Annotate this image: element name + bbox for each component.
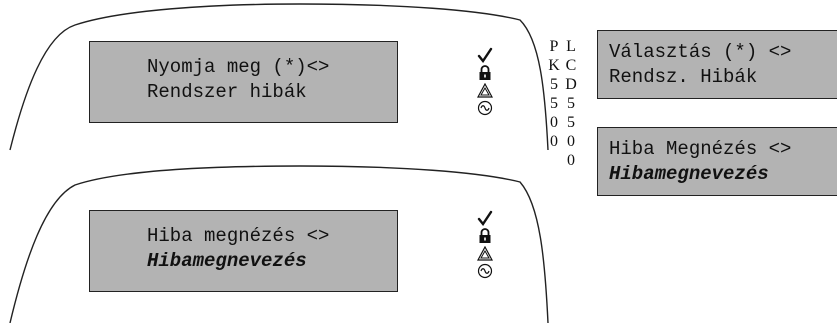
lock-icon xyxy=(479,228,491,243)
model-letter: 5 xyxy=(567,114,575,131)
warning-icon xyxy=(477,246,493,261)
lcd-right-top-line-1: Választás (*) <> xyxy=(609,41,792,63)
lcd-right-bottom: Hiba Megnézés <> Hibamegnevezés xyxy=(597,127,837,196)
warning-icon xyxy=(477,83,493,98)
model-letter: 5 xyxy=(550,95,558,112)
check-icon xyxy=(477,47,493,63)
model-label-pk5500: P K 5 5 0 0 xyxy=(547,37,561,151)
keypad-bottom-line-2: Hibamegnevezés xyxy=(147,250,307,272)
model-letter: 0 xyxy=(550,114,558,131)
keypad-top-lcd: Nyomja meg (*)<> Rendszer hibák xyxy=(89,41,398,123)
lock-icon xyxy=(479,65,491,80)
check-icon xyxy=(477,210,493,226)
model-letter: 0 xyxy=(567,133,575,150)
keypad-bottom-status-icons xyxy=(474,210,496,279)
keypad-bottom-lcd: Hiba megnézés <> Hibamegnevezés xyxy=(89,210,398,292)
lcd-right-bottom-line-2: Hibamegnevezés xyxy=(609,163,769,185)
model-letter: C xyxy=(565,57,577,74)
model-letter: 0 xyxy=(550,133,558,150)
model-letter: 5 xyxy=(550,76,558,93)
model-letter: K xyxy=(548,57,560,74)
keypad-outline-top xyxy=(9,3,549,151)
keypad-bottom-line-1: Hiba megnézés <> xyxy=(147,225,330,247)
lcd-right-top-line-2: Rendsz. Hibák xyxy=(609,66,758,88)
keypad-outline-bottom xyxy=(9,165,549,323)
model-letter: 0 xyxy=(567,152,575,169)
model-letter: P xyxy=(549,38,559,55)
model-letter: L xyxy=(566,38,576,55)
ac-power-icon xyxy=(477,263,493,279)
model-letter: 5 xyxy=(567,95,575,112)
model-letter: D xyxy=(565,76,577,93)
model-label-lcd5500: L C D 5 5 0 0 xyxy=(564,37,578,170)
lcd-right-bottom-line-1: Hiba Megnézés <> xyxy=(609,138,792,160)
ac-power-icon xyxy=(477,100,493,116)
keypad-top-line-1: Nyomja meg (*)<> xyxy=(147,56,330,78)
lcd-right-top: Választás (*) <> Rendsz. Hibák xyxy=(597,30,837,99)
keypad-top-line-2: Rendszer hibák xyxy=(147,81,307,103)
keypad-top-status-icons xyxy=(474,47,496,116)
